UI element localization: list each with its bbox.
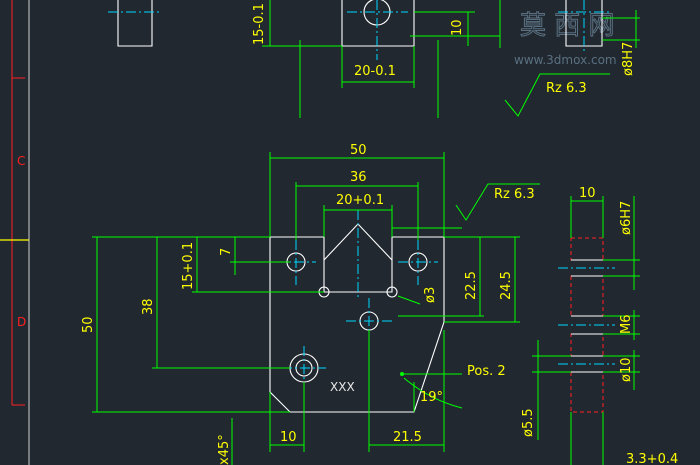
dim-width-label: 20-0.1 [354, 64, 396, 79]
section-hatch [570, 237, 604, 261]
main-view: XXX 50 36 20+0.1 Rz 6.3 50 38 15+0.1 [81, 143, 540, 465]
section-hatch [570, 333, 604, 357]
dim-overall-height-label: 50 [81, 316, 96, 333]
dim-24-5-label: 24.5 [499, 271, 514, 300]
section-hatch [570, 371, 604, 413]
dim-overall-width-label: 50 [350, 143, 367, 158]
dim-slot-label: 20+0.1 [336, 193, 384, 208]
dim-10-label: 10 [280, 430, 297, 445]
relief-hole [386, 286, 398, 298]
roughness-symbol [455, 183, 540, 221]
angle-arc [403, 377, 463, 409]
part-outline [117, 0, 153, 47]
roughness-label: Rz 6.3 [546, 81, 587, 96]
dim-bore-top-label: ø6H7 [619, 201, 634, 235]
frame-zone-c: C [17, 154, 25, 168]
position-note: Pos. 2 [467, 364, 506, 379]
top-left-detail [108, 0, 162, 47]
dim-radius-label: ø3 [423, 287, 438, 303]
dim-7-label: 7 [219, 248, 234, 256]
roughness-label: Rz 6.3 [494, 187, 535, 202]
roughness-symbol [504, 73, 610, 117]
leader-dot [400, 372, 404, 376]
frame-zone-d: D [17, 315, 26, 329]
dim-thread-label: M6 [619, 315, 634, 335]
top-right-detail: ø8H7 [558, 0, 640, 76]
side-section-view: 10 ø6H7 M6 ø10 ø5.5 3.3+0.4 [521, 186, 678, 465]
drawing-frame: C D [0, 0, 30, 465]
dim-depth-label: 3.3+0.4 [626, 452, 678, 465]
watermark-url: www.3dmox.com [514, 53, 617, 67]
dim-width-label: 10 [579, 186, 596, 201]
leader-line [397, 295, 421, 305]
dim-chamfer-label: x45° [217, 434, 232, 465]
dim-22-5-label: 22.5 [464, 271, 479, 300]
dim-hole-spacing-label: 36 [350, 170, 367, 185]
dim-15-label: 15+0.1 [181, 242, 196, 290]
part-marking: XXX [330, 380, 355, 394]
dim-21-5-label: 21.5 [393, 430, 422, 445]
angle-label: 19° [420, 390, 443, 405]
watermark: 莫 西 网 www.3dmox.com [514, 11, 617, 68]
watermark-main: 莫 西 网 [520, 11, 615, 41]
dim-height-label: 15-0.1 [252, 3, 267, 45]
top-view: 15-0.1 10 20-0.1 Rz 6.3 [252, 0, 610, 118]
part-outline [341, 0, 415, 47]
dim-small-label: 10 [450, 19, 465, 36]
dim-bore-bottom-label: ø5.5 [521, 408, 536, 437]
section-hatch [570, 275, 604, 317]
dim-38-label: 38 [141, 298, 156, 315]
dim-bore-mid-label: ø10 [619, 358, 634, 383]
dim-bore-label: ø8H7 [621, 42, 636, 76]
